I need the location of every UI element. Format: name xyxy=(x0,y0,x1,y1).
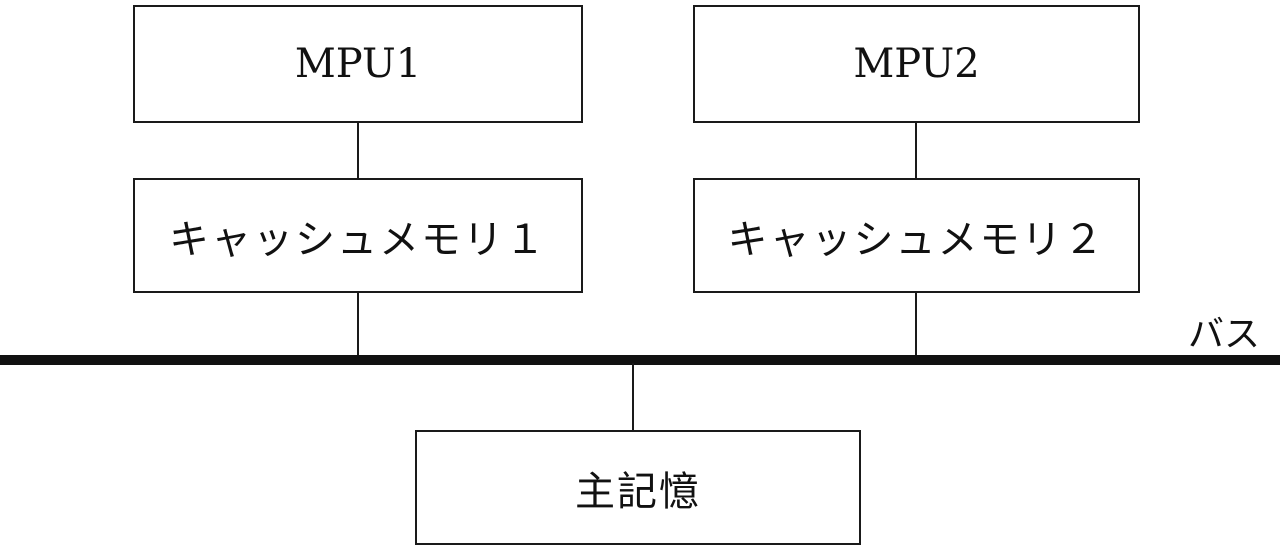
mpu1-box: MPU1 xyxy=(133,5,583,123)
connector-cache2-bus xyxy=(915,293,917,357)
main-memory-box: 主記憶 xyxy=(415,430,861,545)
bus-line xyxy=(0,355,1280,365)
connector-bus-main-memory xyxy=(632,363,634,430)
cache-memory-2-label: キャッシュメモリ２ xyxy=(727,216,1106,263)
bus-label: バス xyxy=(1188,314,1261,355)
cache-memory-2-box: キャッシュメモリ２ xyxy=(693,178,1140,293)
mpu2-label: MPU2 xyxy=(853,41,980,87)
main-memory-label: 主記憶 xyxy=(575,468,701,515)
mpu2-box: MPU2 xyxy=(693,5,1140,123)
cache-memory-1-box: キャッシュメモリ１ xyxy=(133,178,583,293)
connector-mpu2-cache2 xyxy=(915,123,917,178)
connector-mpu1-cache1 xyxy=(357,123,359,178)
mpu1-label: MPU1 xyxy=(294,41,422,87)
connector-cache1-bus xyxy=(357,293,359,357)
cache-memory-1-label: キャッシュメモリ１ xyxy=(169,216,547,263)
